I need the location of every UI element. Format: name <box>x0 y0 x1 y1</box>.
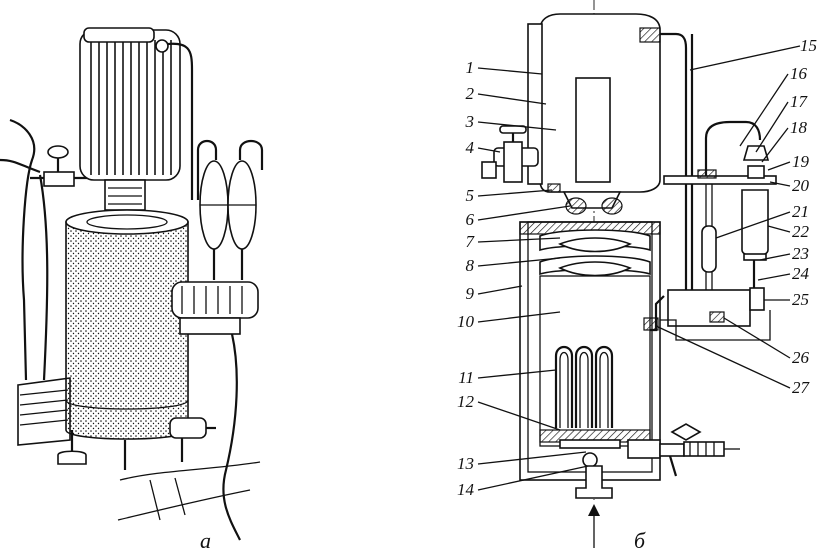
label-11: 11 <box>458 368 474 387</box>
leader-lines-right <box>655 45 801 389</box>
label-5: 5 <box>466 186 475 205</box>
label-3: 3 <box>465 112 475 131</box>
vapor-tube <box>575 77 611 183</box>
label-15: 15 <box>800 36 817 55</box>
figure-a-distiller-view: а <box>0 27 264 552</box>
label-16: 16 <box>790 64 808 83</box>
caption-b: б <box>634 528 646 552</box>
label-21: 21 <box>792 202 809 221</box>
label-7: 7 <box>466 232 476 251</box>
label-9: 9 <box>466 284 475 303</box>
valve-wheel-icon <box>43 145 75 187</box>
base-tray <box>17 377 71 446</box>
left-pipe <box>38 174 49 381</box>
label-27: 27 <box>792 378 811 397</box>
drain-tap <box>169 417 207 439</box>
label-6: 6 <box>466 210 475 229</box>
label-8: 8 <box>466 256 475 275</box>
overflow-tube <box>660 32 688 290</box>
label-17: 17 <box>790 92 809 111</box>
label-13: 13 <box>457 454 474 473</box>
label-10: 10 <box>457 312 475 331</box>
label-1: 1 <box>466 58 475 77</box>
label-group-left: 1 2 3 4 5 6 7 8 9 10 11 12 13 14 <box>457 58 476 499</box>
label-14: 14 <box>457 480 475 499</box>
caption-a: а <box>200 528 211 552</box>
drain-tap-icon <box>627 423 740 477</box>
left-hose <box>9 118 36 381</box>
gauge-bracket <box>663 175 777 185</box>
label-19: 19 <box>792 152 810 171</box>
figure-b-section: 1 2 3 4 5 6 7 8 9 10 11 12 13 14 15 16 1… <box>457 0 817 552</box>
heating-element-coils <box>554 345 614 428</box>
label-25: 25 <box>792 290 809 309</box>
label-4: 4 <box>466 138 475 157</box>
label-22: 22 <box>792 222 810 241</box>
leader-lines-left <box>477 67 589 491</box>
gauge-body <box>741 189 769 257</box>
gauge-tube <box>704 120 762 176</box>
control-box <box>667 289 751 327</box>
label-12: 12 <box>457 392 475 411</box>
label-24: 24 <box>792 264 810 283</box>
label-20: 20 <box>792 176 810 195</box>
boiler-cylinder <box>65 212 189 440</box>
label-2: 2 <box>466 84 475 103</box>
flask-separators <box>196 139 264 280</box>
heater-block <box>171 281 259 319</box>
drain-hose <box>222 333 241 541</box>
label-26: 26 <box>792 348 810 367</box>
label-23: 23 <box>792 244 809 263</box>
gauge-glass <box>701 225 717 273</box>
inlet-arrow-icon <box>588 504 600 516</box>
label-18: 18 <box>790 118 808 137</box>
label-group-right: 15 16 17 18 19 20 21 22 23 24 25 26 27 <box>790 36 817 397</box>
